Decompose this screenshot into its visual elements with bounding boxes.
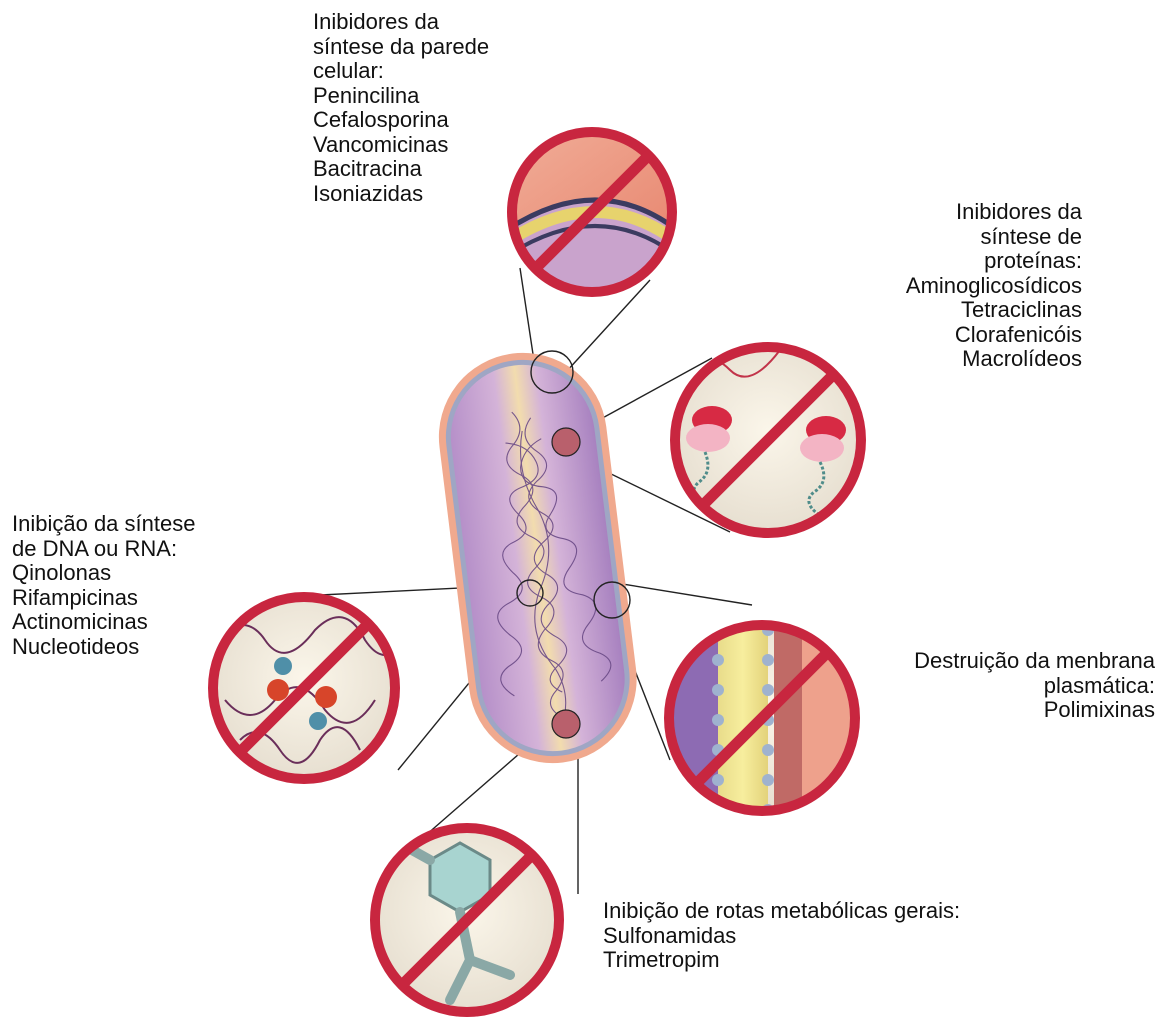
protein-synthesis-inset	[670, 337, 870, 537]
drug-name: Bacitracina	[313, 157, 489, 182]
drug-name: Penincilina	[313, 84, 489, 109]
heading-line: Inibidores da	[906, 200, 1082, 225]
heading-line: síntese de	[906, 225, 1082, 250]
heading-line: celular:	[313, 59, 489, 84]
drug-name: Trimetropim	[603, 948, 960, 973]
drug-name: Cefalosporina	[313, 108, 489, 133]
dna-synthesis-inset	[209, 593, 405, 783]
heading-line: Destruição da menbrana	[914, 649, 1155, 674]
drug-name: Sulfonamidas	[603, 924, 960, 949]
plasma-membrane-inset	[660, 610, 862, 830]
drug-name: Rifampicinas	[12, 586, 195, 611]
drug-name: Aminoglicosídicos	[906, 274, 1082, 299]
drug-name: Vancomicinas	[313, 133, 489, 158]
label-membrane-disruption: Destruição da menbrana plasmática: Polim…	[914, 649, 1155, 723]
drug-name: Nucleotideos	[12, 635, 195, 660]
drug-name: Tetraciclinas	[906, 298, 1082, 323]
drug-name: Isoniazidas	[313, 182, 489, 207]
drug-name: Polimixinas	[914, 698, 1155, 723]
drug-name: Qinolonas	[12, 561, 195, 586]
drug-name: Actinomicinas	[12, 610, 195, 635]
label-nucleic-acid-inhibitors: Inibição da síntese de DNA ou RNA: Qinol…	[12, 512, 195, 659]
drug-name: Clorafenicóis	[906, 323, 1082, 348]
heading-line: de DNA ou RNA:	[12, 537, 195, 562]
bacterium-cell-icon	[429, 343, 646, 772]
drug-name: Macrolídeos	[906, 347, 1082, 372]
metabolic-pathway-inset	[371, 824, 563, 1016]
heading-line: proteínas:	[906, 249, 1082, 274]
heading-line: síntese da parede	[313, 35, 489, 60]
label-protein-inhibitors: Inibidores da síntese de proteínas: Amin…	[906, 200, 1082, 372]
cell-wall-inset	[480, 92, 700, 330]
heading-line: Inibidores da	[313, 10, 489, 35]
heading-line: Inibição da síntese	[12, 512, 195, 537]
heading-line: Inibição de rotas metabólicas gerais:	[603, 899, 960, 924]
label-metabolic-inhibitors: Inibição de rotas metabólicas gerais: Su…	[603, 899, 960, 973]
heading-line: plasmática:	[914, 674, 1155, 699]
label-cell-wall-inhibitors: Inibidores da síntese da parede celular:…	[313, 10, 489, 206]
